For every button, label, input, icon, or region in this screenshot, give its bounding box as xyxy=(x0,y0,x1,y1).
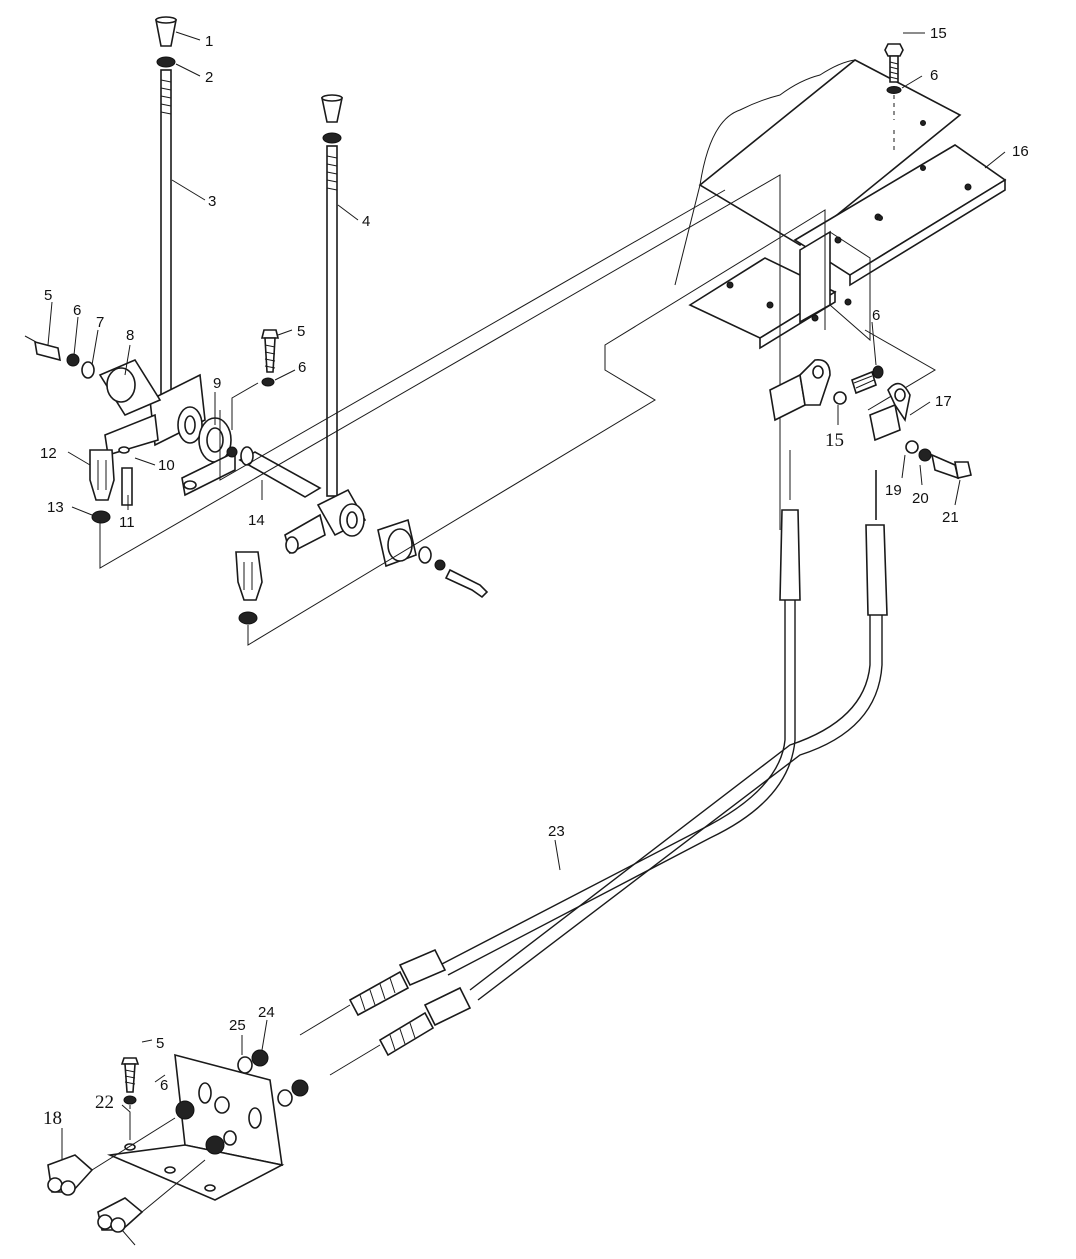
pivot-assembly-left xyxy=(24,335,236,497)
clevis-18 xyxy=(47,1117,206,1246)
washer-7 xyxy=(81,361,95,379)
label-5-bottom: 5 xyxy=(156,1035,164,1052)
pin-11 xyxy=(121,467,133,506)
leader-lines xyxy=(47,31,1006,1160)
shaft-14 xyxy=(226,329,322,498)
clevis-12 xyxy=(89,449,133,524)
nut-13 xyxy=(91,510,111,524)
mounting-bracket-lower xyxy=(688,230,871,350)
cable-end-right xyxy=(865,524,888,616)
label-5-mid: 5 xyxy=(297,323,305,340)
part-labels: 1 2 3 4 5 6 7 8 5 6 9 12 10 13 11 14 15 … xyxy=(40,25,1029,1129)
cable-end-left xyxy=(779,509,801,601)
label-2: 2 xyxy=(205,69,213,86)
label-6-right: 6 xyxy=(872,307,880,324)
pivot-assembly-right xyxy=(284,488,489,599)
label-3: 3 xyxy=(208,193,216,210)
label-24: 24 xyxy=(258,1004,275,1021)
lever-arm-10 xyxy=(104,413,159,457)
bolt-15-top xyxy=(877,43,926,221)
washer-25 xyxy=(237,1056,253,1074)
guide-line-1 xyxy=(99,174,781,569)
label-22: 22 xyxy=(95,1092,114,1113)
label-6-mid: 6 xyxy=(298,359,306,376)
lever-rod-3 xyxy=(160,69,172,401)
bracket-vertical-side xyxy=(829,231,871,342)
label-5-left: 5 xyxy=(44,287,52,304)
washer-6-mid xyxy=(226,446,238,458)
cable-anchor-brackets xyxy=(769,358,972,480)
bracket-22 xyxy=(107,1049,309,1201)
label-16: 16 xyxy=(1012,143,1029,160)
label-12: 12 xyxy=(40,445,57,462)
label-15-right: 15 xyxy=(825,430,844,451)
label-13: 13 xyxy=(47,499,64,516)
label-20: 20 xyxy=(912,490,929,507)
clevis-lower xyxy=(235,551,263,625)
label-15-top: 15 xyxy=(930,25,947,42)
knob-1 xyxy=(155,19,177,47)
bolt-head xyxy=(884,43,904,57)
guide-line-3 xyxy=(219,189,726,481)
washer-6-mid2 xyxy=(261,377,275,387)
label-11: 11 xyxy=(119,514,135,531)
label-6-left: 6 xyxy=(73,302,81,319)
label-19: 19 xyxy=(885,482,902,499)
plate-top-panel xyxy=(698,59,962,246)
bracket-base xyxy=(107,1144,285,1201)
plate-torn-edge xyxy=(699,59,856,186)
label-21: 21 xyxy=(942,509,959,526)
bolt-5-left xyxy=(34,340,61,362)
mounting-plate-upper xyxy=(674,59,962,286)
label-6-bottom: 6 xyxy=(160,1077,168,1094)
cable-fitting-lower xyxy=(423,986,472,1027)
label-23: 23 xyxy=(548,823,565,840)
control-lever-3 xyxy=(155,16,177,401)
washer-6-left xyxy=(66,353,80,367)
label-8: 8 xyxy=(126,327,134,344)
nut-4 xyxy=(322,132,342,144)
label-7: 7 xyxy=(96,314,104,331)
lever-rod-4 xyxy=(326,145,338,497)
label-14: 14 xyxy=(248,512,265,529)
cable-fitting-upper xyxy=(398,948,447,987)
bolt-right xyxy=(444,568,489,599)
plate-16-side xyxy=(849,178,1006,287)
bolt-5-mid xyxy=(260,329,280,339)
label-18: 18 xyxy=(43,1108,62,1129)
label-17: 17 xyxy=(935,393,952,410)
mounting-plate-16 xyxy=(793,144,1007,287)
control-lever-4 xyxy=(321,94,343,497)
anchor-right-plate xyxy=(869,403,901,442)
cable-23 xyxy=(299,450,888,1076)
label-10: 10 xyxy=(158,457,175,474)
label-4: 4 xyxy=(362,213,370,230)
plate-front-edge xyxy=(674,184,701,286)
anchor-left-plate xyxy=(769,373,806,422)
washer-6-top xyxy=(886,86,902,94)
guide-line-2 xyxy=(247,209,826,646)
bolt-5-bottom xyxy=(120,1057,140,1065)
guide-lines xyxy=(99,174,936,646)
label-6-top: 6 xyxy=(930,67,938,84)
label-9: 9 xyxy=(213,375,221,392)
label-1: 1 xyxy=(205,33,213,50)
label-25: 25 xyxy=(229,1017,246,1034)
clevis-body xyxy=(89,449,115,501)
nut-24 xyxy=(251,1049,269,1067)
nut-2 xyxy=(156,56,176,68)
